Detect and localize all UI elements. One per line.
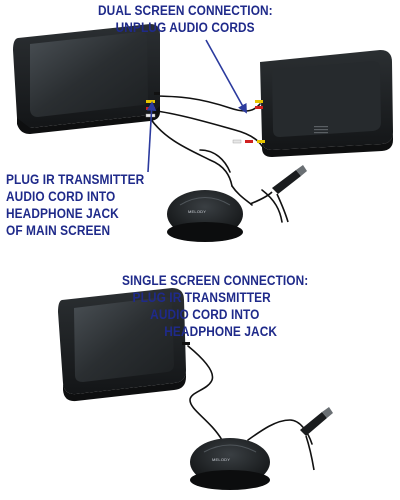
dual-cables: [147, 95, 283, 223]
ir-transmitter-bottom: MELODY: [190, 438, 270, 490]
single-screen-caption: SINGLE SCREEN CONNECTION: PLUG IR TRANSM…: [122, 272, 308, 340]
caption-line: AUDIO CORD INTO: [6, 189, 116, 204]
caption-line: AUDIO CORD INTO: [150, 307, 260, 322]
caption-line: PLUG IR TRANSMITTER: [6, 172, 145, 187]
caption-line: OF MAIN SCREEN: [6, 223, 111, 238]
single-cables: [187, 345, 313, 445]
secondary-screen: [260, 50, 393, 157]
car-adapter-bottom: [300, 407, 333, 471]
caption-line: DUAL SCREEN CONNECTION:: [98, 3, 273, 18]
caption-line: UNPLUG AUDIO CORDS: [115, 20, 255, 35]
audio-plugs-right: [232, 100, 265, 144]
caption-line: PLUG IR TRANSMITTER: [132, 290, 271, 305]
brand-logo-top: MELODY: [188, 209, 206, 214]
ir-transmitter-top: MELODY: [167, 190, 243, 242]
brand-logo-bottom: MELODY: [212, 457, 230, 462]
car-adapter-top: [249, 165, 307, 223]
speaker-grille: [314, 126, 328, 134]
ir-transmitter-caption: PLUG IR TRANSMITTER AUDIO CORD INTO HEAD…: [6, 171, 144, 239]
main-screen-bottom: [58, 288, 190, 402]
caption-line: HEADPHONE JACK: [6, 206, 119, 221]
main-screen-top: [13, 24, 160, 134]
dual-screen-caption: DUAL SCREEN CONNECTION: UNPLUG AUDIO COR…: [98, 2, 273, 36]
ir-arrow: [146, 101, 157, 173]
caption-line: SINGLE SCREEN CONNECTION:: [122, 273, 309, 288]
caption-line: HEADPHONE JACK: [164, 324, 278, 339]
dual-arrow: [205, 39, 247, 114]
